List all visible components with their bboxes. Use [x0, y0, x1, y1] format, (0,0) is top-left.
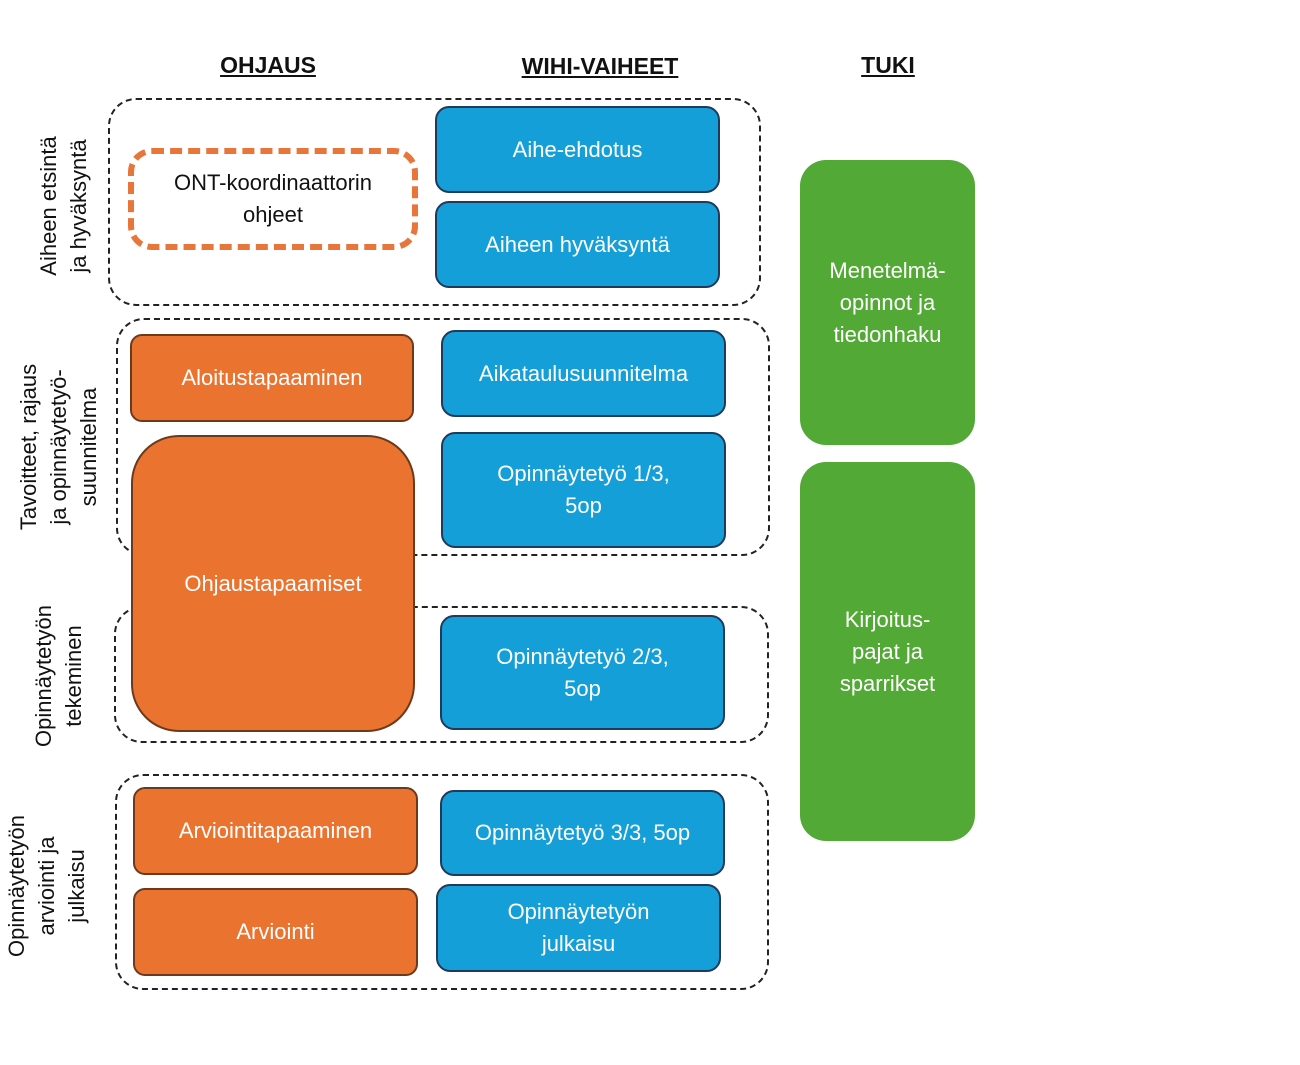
phase-4-container: [115, 774, 769, 990]
aihe-ehdotus-box: Aihe-ehdotus: [435, 106, 720, 193]
opinnaytetyon-julkaisu-box: Opinnäytetyön julkaisu: [436, 884, 721, 972]
opinnaytetyo-2-box: Opinnäytetyö 2/3, 5op: [440, 615, 725, 730]
opinnaytetyo-1-box: Opinnäytetyö 1/3, 5op: [441, 432, 726, 548]
opinnaytetyo-3-box: Opinnäytetyö 3/3, 5op: [440, 790, 725, 876]
aikataulusuunnitelma-box: Aikataulusuunnitelma: [441, 330, 726, 417]
arviointitapaaminen-box: Arviointitapaaminen: [133, 787, 418, 875]
kirjoituspajat-box: Kirjoitus- pajat ja sparrikset: [800, 462, 975, 841]
phase-label-tavoitteet: Tavoitteet, rajaus ja opinnäytetyö- suun…: [16, 363, 101, 531]
phase-label-tekeminen: Opinnäytetyön tekeminen: [31, 605, 86, 747]
phase-2-container: [116, 318, 770, 556]
phase-label-aiheen-etsinta: Aiheen etsintä ja hyväksyntä: [36, 136, 91, 276]
header-ohjaus: OHJAUS: [220, 52, 316, 78]
phase-3-container: [114, 606, 769, 743]
ont-coordinator-instructions: ONT-koordinaattorin ohjeet: [128, 148, 418, 250]
aloitustapaaminen-box: Aloitustapaaminen: [130, 334, 414, 422]
ohjaustapaamiset-box: Ohjaustapaamiset: [131, 435, 415, 732]
menetelmaopinnot-box: Menetelmä- opinnot ja tiedonhaku: [800, 160, 975, 445]
phase-label-arviointi-julkaisu: Opinnäytetyön arviointi ja julkaisu: [4, 815, 89, 957]
header-wihi-vaiheet: WIHI-VAIHEET: [521, 53, 679, 79]
header-tuki: TUKI: [861, 52, 915, 78]
phase-1-container: [108, 98, 761, 306]
aiheen-hyvaksynta-box: Aiheen hyväksyntä: [435, 201, 720, 288]
arviointi-box: Arviointi: [133, 888, 418, 976]
